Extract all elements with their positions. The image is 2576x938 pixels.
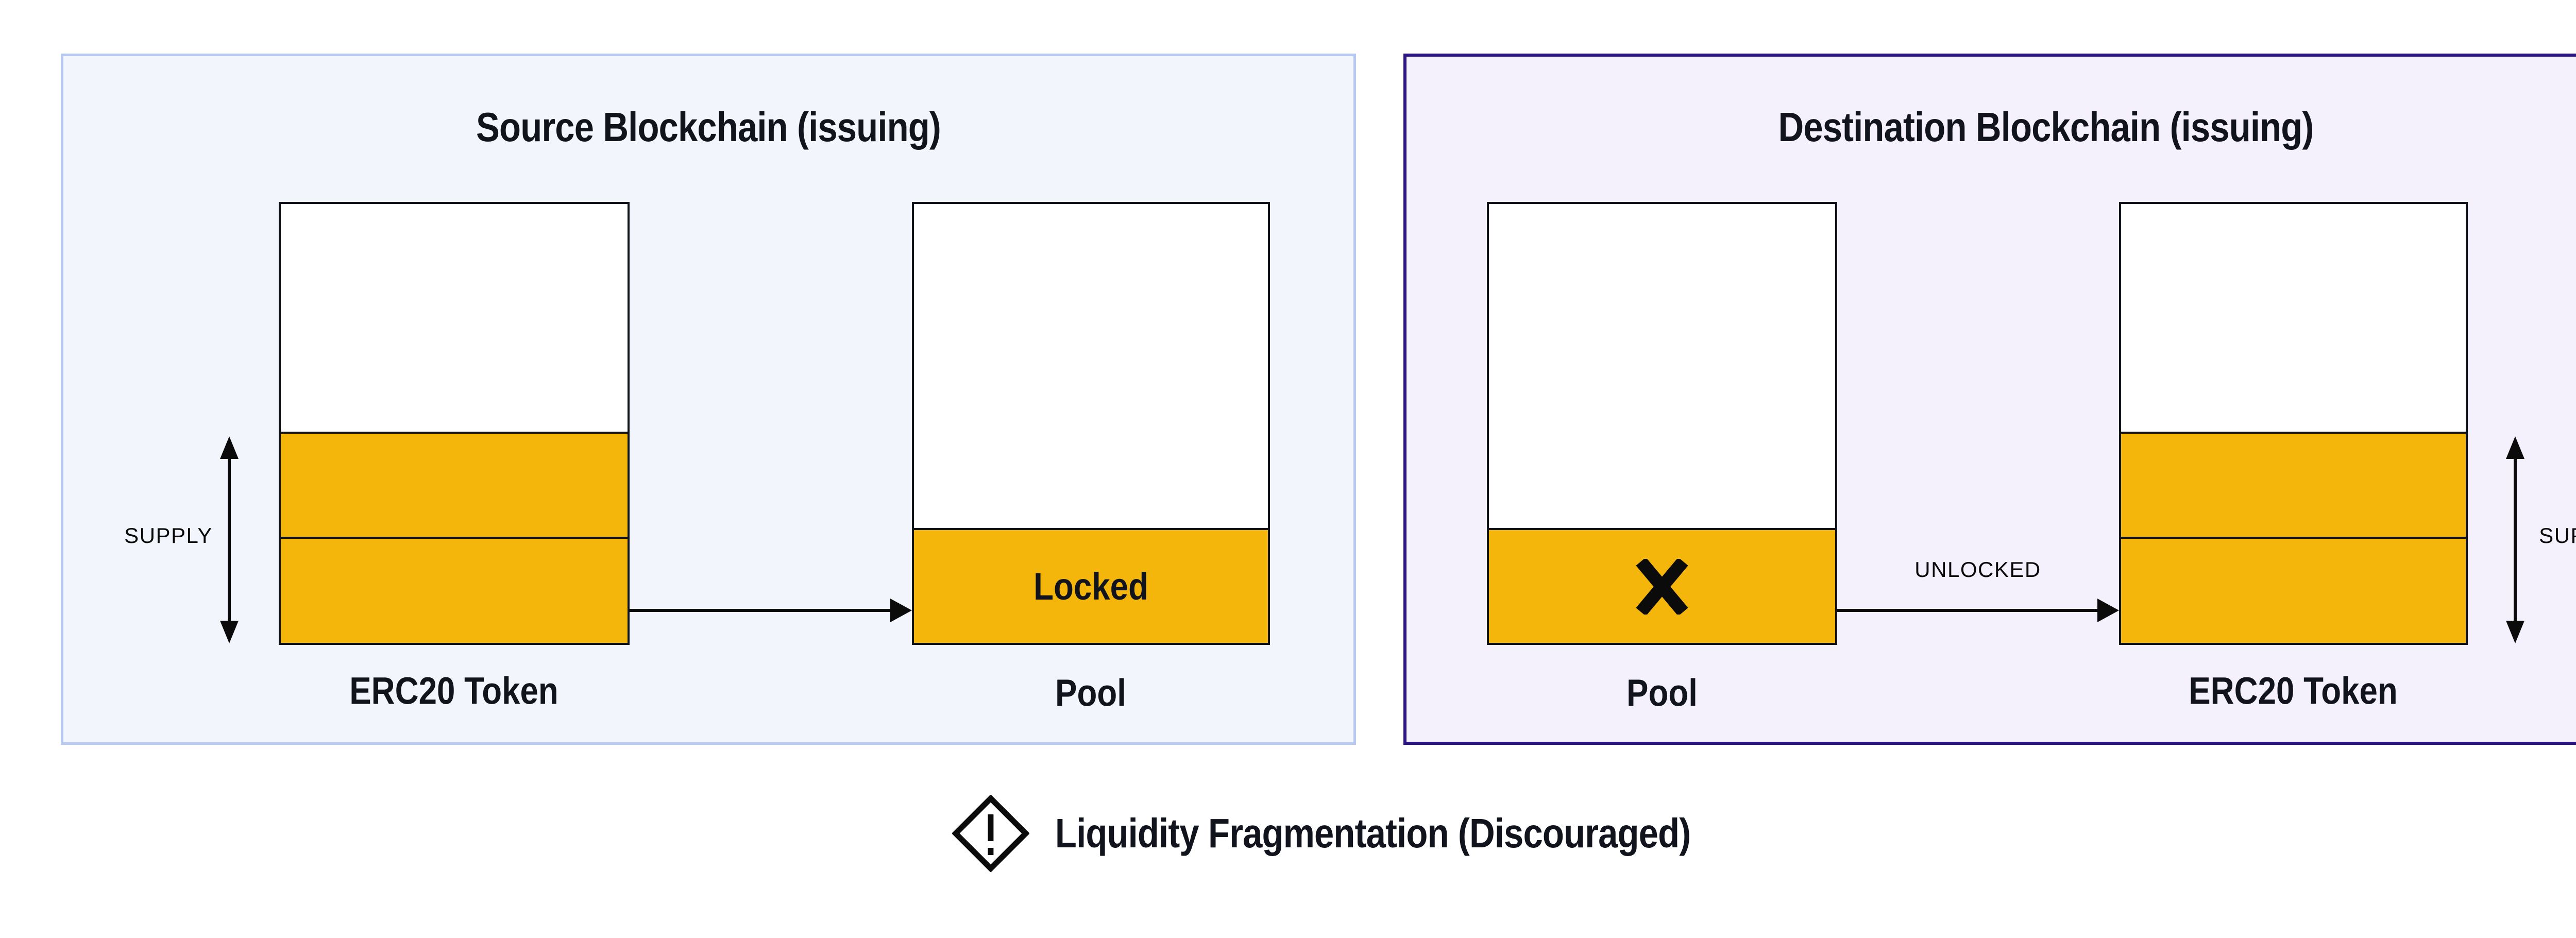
erc20-supply-band-lower xyxy=(281,537,628,643)
caption: Liquidity Fragmentation (Discouraged) xyxy=(952,795,1794,872)
destination-erc20-token-box xyxy=(2119,202,2468,645)
locked-label: Locked xyxy=(1033,565,1148,608)
source-erc20-label: ERC20 Token xyxy=(349,669,558,712)
source-pool-box: Locked xyxy=(912,202,1270,645)
alert-diamond-icon xyxy=(952,795,1029,872)
double-arrow-vertical-icon xyxy=(220,436,239,643)
destination-supply-label: SUPPLY xyxy=(2539,523,2576,548)
unlocked-label: UNLOCKED xyxy=(1914,557,2041,582)
pool-unfilled-area xyxy=(914,204,1268,528)
destination-panel-title: Destination Blockchain (issuing) xyxy=(1778,104,2314,150)
pool-locked-band: Locked xyxy=(914,528,1268,643)
erc20-unfilled-area xyxy=(2121,204,2466,432)
x-mark-icon xyxy=(1636,558,1688,615)
pool-unfilled-area xyxy=(1489,204,1835,528)
destination-pool-label: Pool xyxy=(1626,671,1698,714)
erc20-supply-band-lower xyxy=(2121,537,2466,643)
pool-emptied-band xyxy=(1489,528,1835,643)
arrow-right-icon xyxy=(1837,599,2119,622)
erc20-supply-band-upper xyxy=(2121,432,2466,537)
double-arrow-vertical-icon xyxy=(2506,436,2524,643)
erc20-supply-band-upper xyxy=(281,432,628,537)
source-supply-label: SUPPLY xyxy=(124,523,213,548)
destination-pool-box xyxy=(1487,202,1837,645)
caption-text: Liquidity Fragmentation (Discouraged) xyxy=(1055,810,1691,856)
destination-erc20-label: ERC20 Token xyxy=(2189,669,2398,712)
arrow-right-icon xyxy=(630,599,912,622)
source-panel-title: Source Blockchain (issuing) xyxy=(476,104,941,150)
source-pool-label: Pool xyxy=(1055,671,1126,714)
erc20-unfilled-area xyxy=(281,204,628,432)
source-erc20-token-box xyxy=(279,202,630,645)
